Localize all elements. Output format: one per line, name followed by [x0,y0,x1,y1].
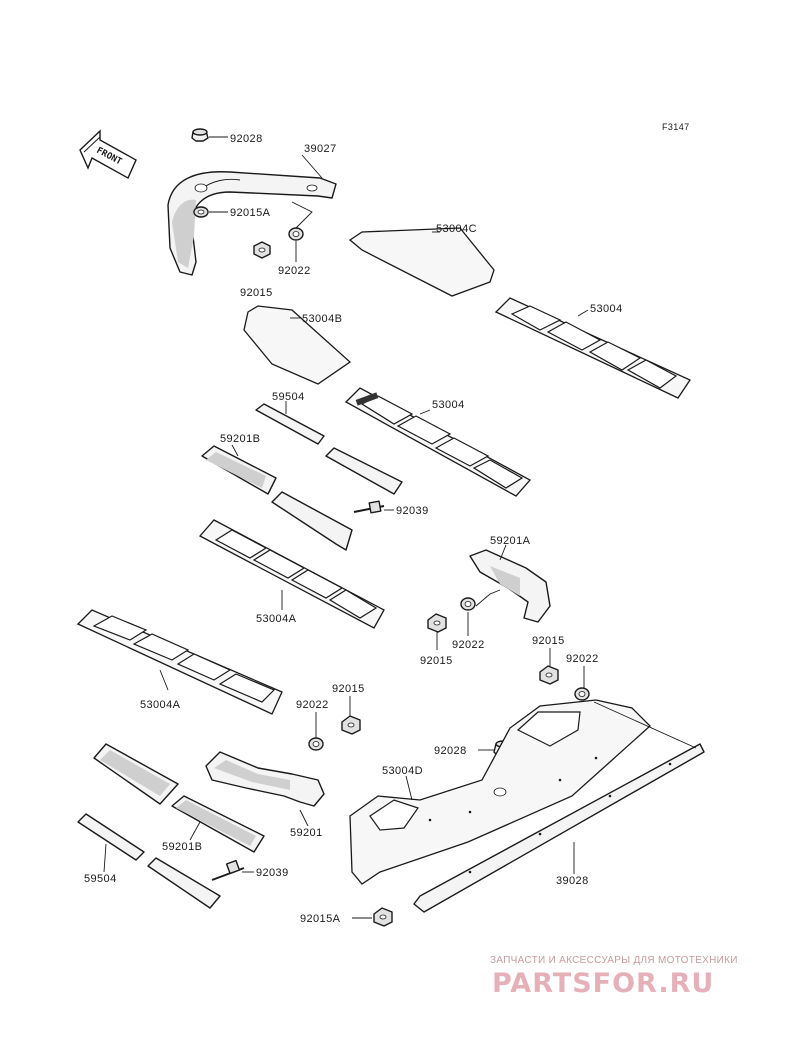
label-59201b-top: 59201B [220,433,260,445]
part-92015-nut-mid [427,613,447,633]
label-53004c: 53004C [436,223,477,235]
part-92039-pin-low [211,859,245,881]
part-92022-washer-top [288,227,304,241]
label-59201: 59201 [290,827,323,839]
part-53004b-pad [243,305,352,385]
label-53004a-mid: 53004A [256,613,297,625]
part-53004d-main-pad [349,699,651,885]
label-53004d: 53004D [382,765,423,777]
label-59504-low: 59504 [84,873,117,885]
part-92022-washer-low [308,737,324,751]
label-53004b: 53004B [302,313,342,325]
part-92022-washer-mid [460,597,476,611]
part-59201a-bracket [469,549,551,623]
part-92015a-nut-top [193,206,209,218]
label-39028: 39028 [556,875,589,887]
label-92039-top: 92039 [396,505,429,517]
label-92015a-low: 92015A [300,913,341,925]
label-92015a-top: 92015A [230,207,271,219]
label-92028-low: 92028 [434,745,467,757]
label-53004-right: 53004 [590,303,623,315]
part-strip-low-center [147,857,221,909]
label-53004-mid: 53004 [432,399,465,411]
part-53004-mat-mid [344,387,532,497]
label-92028-top: 92028 [230,133,263,145]
part-53004c-pad [348,227,495,297]
label-92015-mid: 92015 [420,655,453,667]
part-53004-mat-right [494,297,691,399]
part-92022-washer-right [574,687,590,701]
label-53004a-left: 53004A [140,699,181,711]
part-59504-strip-top [255,403,325,445]
part-92028-cap-top [191,128,209,142]
part-pad-left-low [93,743,179,805]
part-92015a-nut-low [373,907,393,927]
part-92015-nut-low [341,715,361,735]
label-59504-top: 59504 [272,391,305,403]
watermark-brand: PARTSFOR.RU [492,968,714,999]
part-53004a-mat-left [76,609,283,715]
label-92015-low: 92015 [332,683,365,695]
watermark: ЗАПЧАСТИ И АКСЕССУАРЫ ДЛЯ МОТОТЕХНИКИ PA… [490,955,738,999]
part-59201-bracket [205,751,325,807]
part-39028-rail [413,701,705,913]
label-39027: 39027 [304,143,337,155]
watermark-subtitle: ЗАПЧАСТИ И АКСЕССУАРЫ ДЛЯ МОТОТЕХНИКИ [490,955,738,966]
label-92039-low: 92039 [256,867,289,879]
label-92022-top: 92022 [278,265,311,277]
label-92022-mid: 92022 [452,639,485,651]
part-92015-nut-top [253,241,271,259]
label-92022-low: 92022 [296,699,329,711]
label-59201a: 59201A [490,535,531,547]
part-92039-pin-top [353,500,385,514]
front-arrow-icon: FRONT [79,129,137,179]
diagram-ref-code: F3147 [662,122,690,132]
label-92015-top: 92015 [240,287,273,299]
part-strip-lower-center [271,491,353,551]
part-39027-handle [167,171,337,276]
label-92015-right: 92015 [532,635,565,647]
part-strip-upper-right [325,447,403,495]
part-53004a-mat-mid [198,519,385,629]
label-59201b-low: 59201B [162,841,202,853]
part-59201b-bracket-top [201,445,277,495]
label-92022-right: 92022 [566,653,599,665]
part-59504-strip-low [77,813,145,861]
part-92015-nut-right [539,665,559,685]
part-59201b-bracket-low [171,795,265,853]
